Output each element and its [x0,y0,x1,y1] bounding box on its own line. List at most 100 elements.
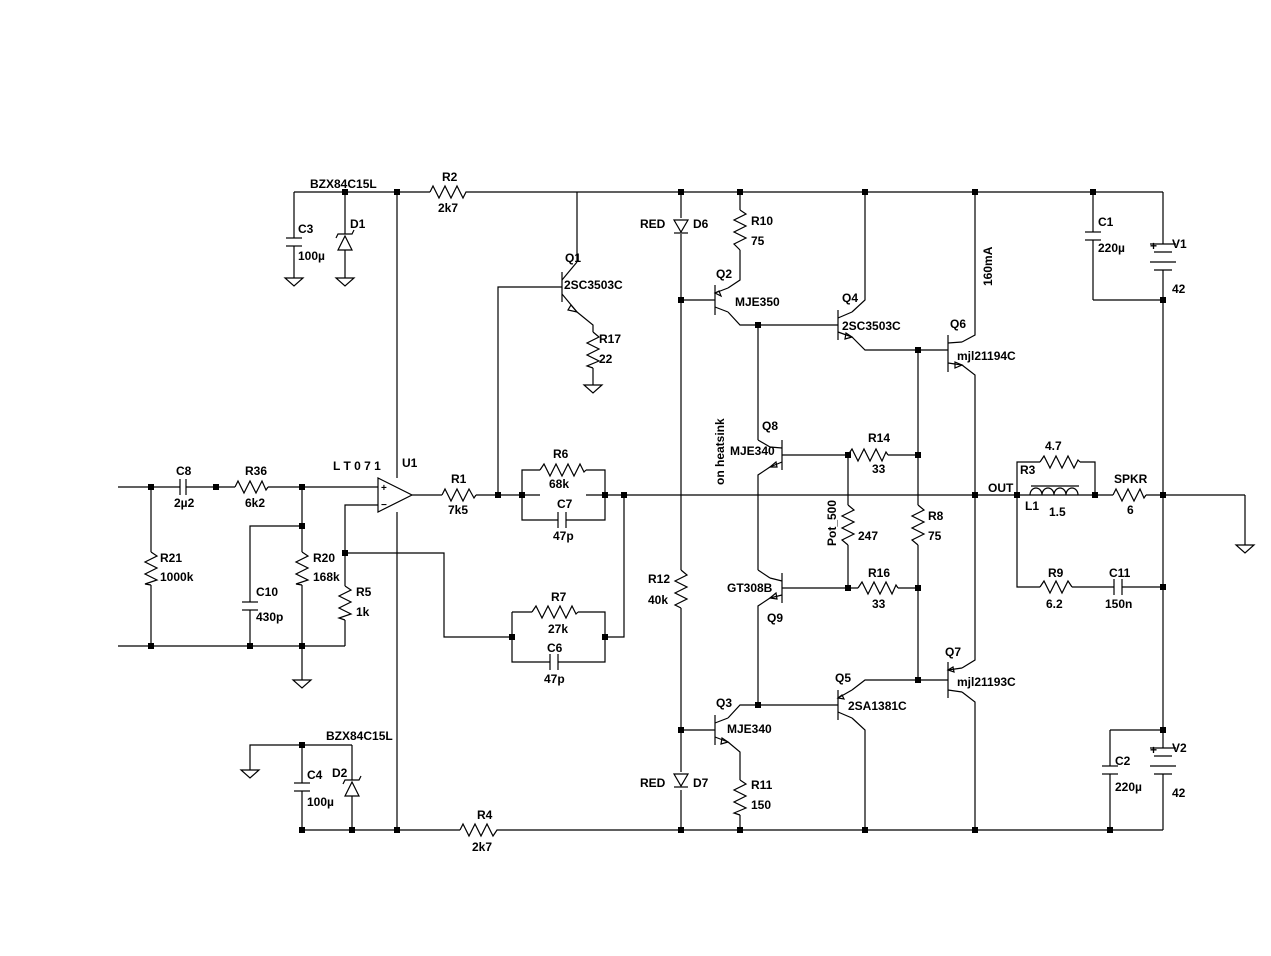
r20-value: 168k [313,570,340,584]
transistor-q2 [713,285,729,315]
r3-value: 4.7 [1045,439,1062,453]
capacitor-c3 [286,237,302,247]
c2-label: C2 [1115,754,1131,768]
q9-label: Q9 [767,611,783,625]
r1-label: R1 [451,472,467,486]
spkr-label: SPKR [1114,472,1148,486]
r11-label: R11 [751,778,773,792]
q7-part: mjl21193C [957,675,1016,689]
c7-label: C7 [557,497,573,511]
r8-value: 75 [928,529,942,543]
resistor-r2 [429,184,468,200]
r16-value: 33 [872,597,886,611]
c10-value: 430p [256,610,283,624]
transistor-q5 [836,689,853,720]
diode-d6 [672,219,690,234]
pot-value: 247 [858,529,878,543]
r8-label: R8 [928,509,944,523]
transistor-q4 [837,310,854,340]
v2-label: V2 [1172,741,1187,755]
c7-value: 47p [553,529,574,543]
q4-label: Q4 [842,291,858,305]
d6-color: RED [640,217,666,231]
q6-part: mjl21194C [957,349,1016,363]
bias-current-label: 160mA [981,246,995,286]
resistor-r4 [459,822,500,838]
heatsink-note: on heatsink [713,418,727,485]
c8-value: 2µ2 [174,496,195,510]
r36-label: R36 [245,464,267,478]
r12-label: R12 [648,572,670,586]
r5-value: 1k [356,605,370,619]
r7-value: 27k [548,622,568,636]
d1-label: D1 [350,217,366,231]
q7-label: Q7 [945,645,961,659]
r11-value: 150 [751,798,771,812]
wires [118,191,1246,831]
r4-value: 2k7 [472,840,492,854]
r10-label: R10 [751,214,773,228]
spkr-value: 6 [1127,503,1134,517]
r12-value: 40k [648,593,668,607]
c10-label: C10 [256,585,278,599]
u1-minus: − [381,500,387,511]
capacitor-c6 [549,654,559,670]
resistor-r6 [539,462,587,478]
q1-part: 2SC3503C [564,278,623,292]
r20-label: R20 [313,551,335,565]
r1-value: 7k5 [448,503,468,517]
resistor-r3 [1039,454,1081,470]
r4-label: R4 [477,808,493,822]
zener-diode-d1 [335,229,355,251]
opamp-u1 [377,477,414,513]
transistor-q6 [947,335,964,372]
d6-label: D6 [693,217,709,231]
q3-label: Q3 [716,696,732,710]
c1-value: 220µ [1098,241,1125,255]
r14-value: 33 [872,462,886,476]
r21-label: R21 [160,551,182,565]
c1-label: C1 [1098,215,1114,229]
c6-value: 47p [544,672,565,686]
r14-label: R14 [868,431,890,445]
capacitor-c4 [294,782,310,792]
r9-label: R9 [1048,566,1064,580]
v2-value: 42 [1172,786,1186,800]
c11-value: 150n [1105,597,1132,611]
r6-label: R6 [553,447,569,461]
capacitor-c10 [242,601,258,611]
resistor-r20 [294,551,310,586]
junction-dots [148,189,1166,833]
resistor-r8 [910,504,926,546]
capacitor-c7 [557,512,567,528]
zener-diode-d2 [342,775,362,797]
resistor-r7 [531,604,579,620]
r21-value: 1000k [160,570,194,584]
r17-label: R17 [599,332,621,346]
v1-value: 42 [1172,282,1186,296]
d2-label: D2 [332,766,348,780]
r9-value: 6.2 [1046,597,1063,611]
capacitor-c2 [1102,765,1118,775]
q2-label: Q2 [716,267,732,281]
c8-label: C8 [176,464,192,478]
l1-label: L1 [1025,499,1039,513]
v2-plus: + [1150,743,1157,757]
q4-part: 2SC3503C [842,319,901,333]
q6-label: Q6 [950,317,966,331]
c4-value: 100µ [307,795,334,809]
out-label: OUT [988,481,1014,495]
potentiometer-pot500 [840,504,856,546]
q9-part: GT308B [727,581,773,595]
pot-label: Pot_500 [825,500,839,546]
transistor-q1 [561,261,579,313]
c3-value: 100µ [298,249,325,263]
q2-part: MJE350 [735,295,780,309]
resistor-r21 [143,551,159,586]
r2-value: 2k7 [438,201,458,215]
resistor-spkr [1112,487,1147,503]
resistor-r1 [441,487,477,503]
resistor-r11 [732,779,748,816]
d2-part-label: BZX84C15L [326,729,393,743]
resistor-r5 [337,585,353,621]
